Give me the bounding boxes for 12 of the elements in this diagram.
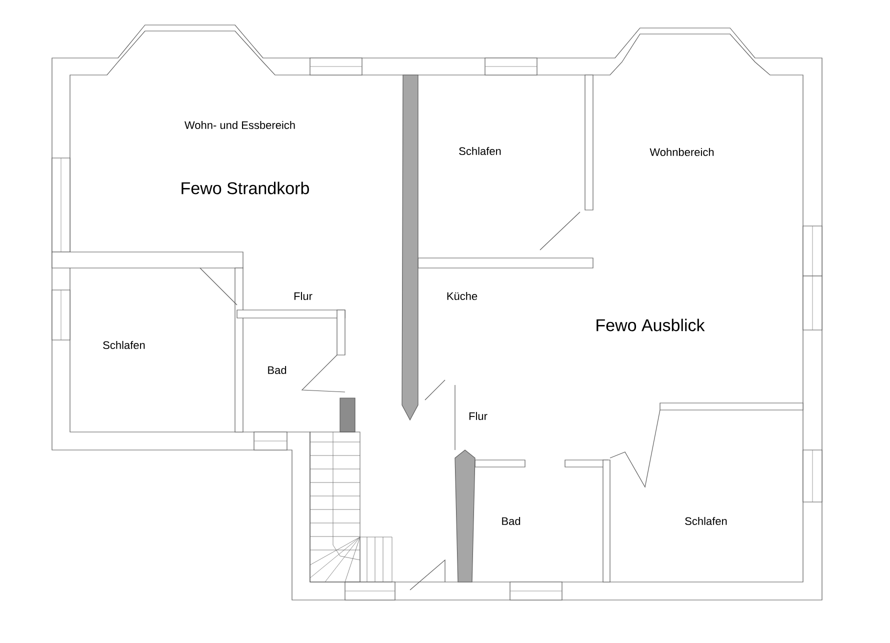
room-label: Schlafen <box>459 146 501 156</box>
room-label: Fewo Strandkorb <box>182 182 309 194</box>
room-label: Bad <box>502 516 520 526</box>
room-label: Wohn- und Essbereich <box>184 120 295 130</box>
room-label: Küche <box>447 292 478 300</box>
room-label: Schlafen <box>685 516 727 526</box>
room-label: Bad <box>268 366 286 374</box>
room-label: Wohnbereich <box>650 148 714 156</box>
room-label: Fewo Ausblick <box>596 318 705 332</box>
room-label: Flur <box>294 292 312 300</box>
room-label: Schlafen <box>103 340 145 350</box>
room-label: Flur <box>469 412 488 420</box>
